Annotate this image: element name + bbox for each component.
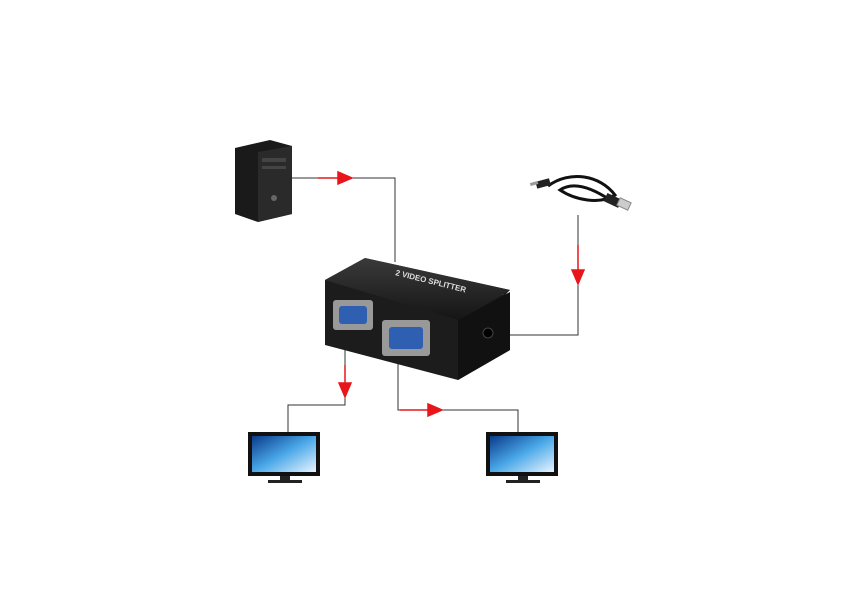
signal-arrows [318, 170, 586, 418]
monitor-2-icon [486, 432, 558, 483]
arrow-right-icon [318, 170, 354, 186]
arrow-down-icon [337, 365, 353, 399]
usb-power-cable-icon [529, 174, 632, 211]
pc-to-splitter-line [292, 177, 396, 262]
vga-input-port [333, 300, 373, 330]
vga-splitter-device: 2 VIDEO SPLITTER [325, 258, 510, 380]
monitor-1-icon [248, 432, 320, 483]
power-jack [482, 327, 494, 339]
arrow-down-icon [570, 245, 586, 286]
arrow-right-icon [400, 402, 444, 418]
pc-tower-icon [235, 140, 292, 222]
splitter-to-monitor2-line [397, 345, 519, 432]
vga-output-port [382, 320, 430, 356]
